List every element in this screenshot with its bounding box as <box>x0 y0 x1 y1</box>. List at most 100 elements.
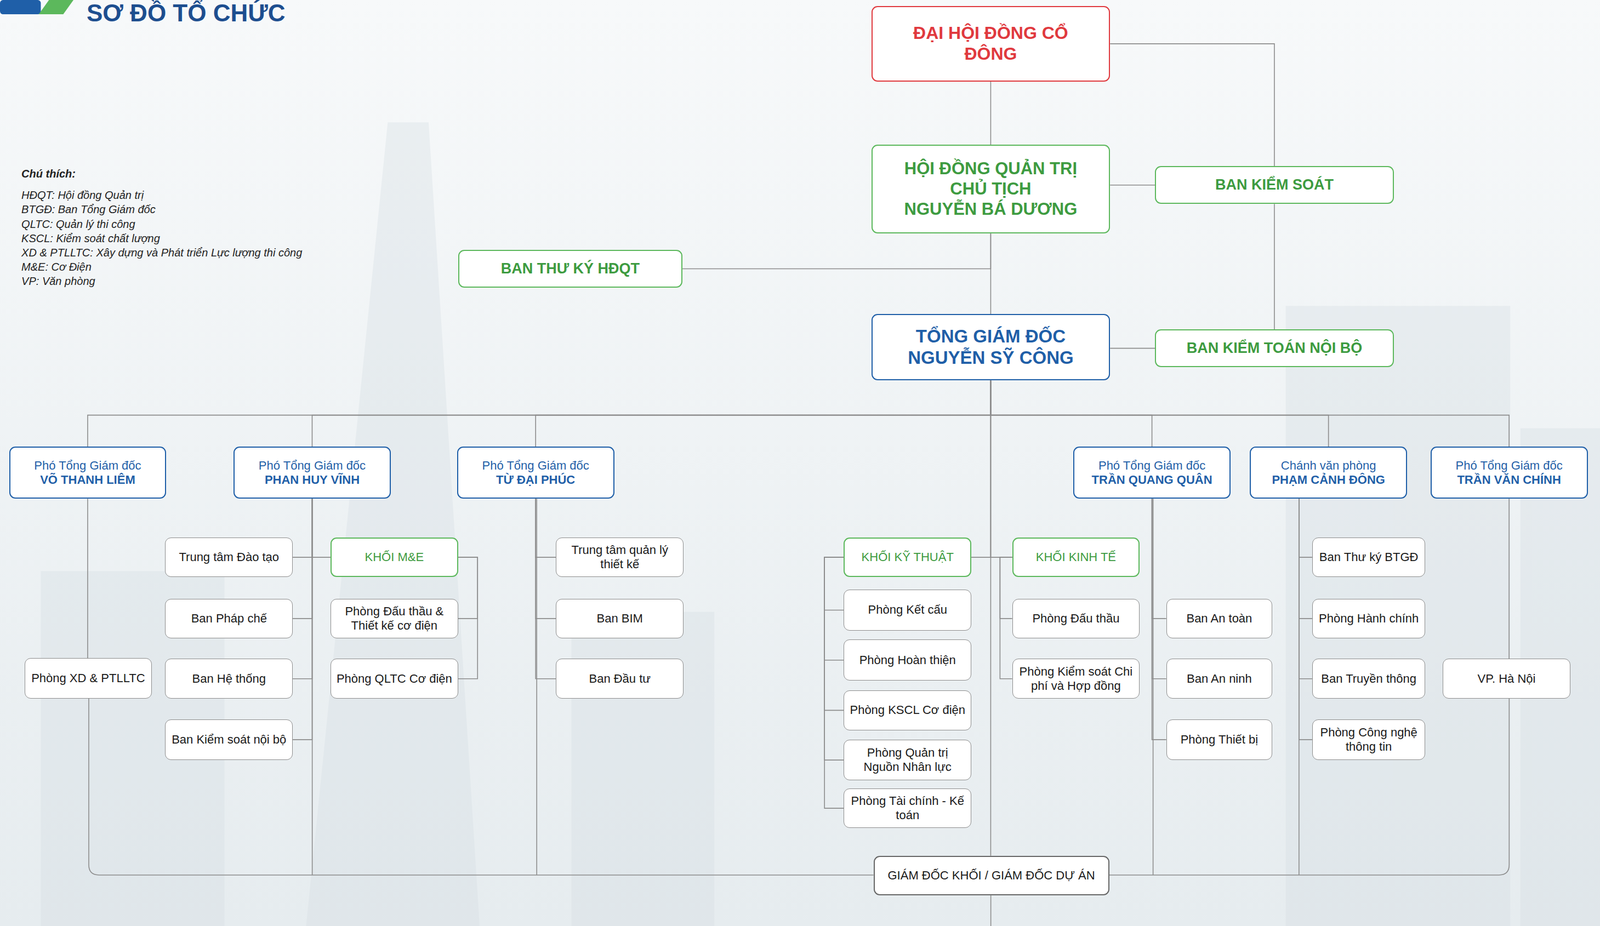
department-box: Ban An toàn <box>1166 599 1273 640</box>
director-box: Phó Tổng Giám đốcVÕ THANH LIÊM <box>9 446 167 499</box>
node-text: CHỦ TỊCH <box>949 179 1032 200</box>
department-box: Ban Thư ký BTGĐ <box>1312 537 1426 578</box>
connector <box>292 498 312 619</box>
connector <box>1152 498 1167 619</box>
node-text: BAN KIỂM TOÁN NỘI BỘ <box>1186 339 1363 358</box>
connector <box>535 380 991 447</box>
node-text: Phó Tổng Giám đốc <box>482 458 590 474</box>
director-box: Phó Tổng Giám đốcTỪ ĐẠI PHÚC <box>457 446 615 499</box>
department-box: Phòng Quản trị Nguồn Nhân lực <box>843 739 972 781</box>
department-box: Ban An ninh <box>1166 658 1273 699</box>
node-text: Phó Tổng Giám đốc <box>1455 458 1563 474</box>
connector <box>990 380 1329 447</box>
node-text: Ban Hệ thống <box>191 672 266 687</box>
node-text: HỘI ĐỒNG QUẢN TRỊ <box>904 158 1078 180</box>
connector <box>458 557 478 619</box>
node-text: TỪ ĐẠI PHÚC <box>496 473 575 488</box>
connector <box>292 498 312 740</box>
connector <box>990 81 992 146</box>
connector <box>824 557 844 711</box>
connector <box>458 557 478 680</box>
node-text: Phòng Hành chính <box>1318 611 1419 626</box>
connector <box>999 557 1012 619</box>
connector <box>1273 203 1275 330</box>
node-text: Phó Tổng Giám đốc <box>258 458 366 474</box>
department-box: Ban BIM <box>555 599 684 640</box>
node-text: Phòng Quản trị Nguồn Nhân lực <box>848 746 967 775</box>
connector <box>990 380 992 856</box>
node-text: Chánh văn phòng <box>1280 458 1377 474</box>
node-text: VÕ THANH LIÊM <box>40 473 136 488</box>
connector <box>824 557 844 761</box>
node-text: ĐẠI HỘI ĐỒNG CỔ ĐÔNG <box>894 23 1088 65</box>
connector <box>990 380 1510 447</box>
committee-box: BAN KIỂM TOÁN NỘI BỘ <box>1154 329 1394 368</box>
node-text: Phòng Tài chính - Kế toán <box>848 794 967 823</box>
ceo-box: TỔNG GIÁM ĐỐCNGUYỄN SỸ CÔNG <box>871 314 1111 381</box>
node-text: Ban BIM <box>596 611 643 626</box>
department-box: Trung tâm quản lý thiết kế <box>555 537 684 578</box>
node-text: KHỐI M&E <box>365 550 425 565</box>
connector <box>1299 498 1313 679</box>
connector <box>1299 498 1313 740</box>
node-text: TRẦN VĂN CHÍNH <box>1456 473 1561 488</box>
department-box: Phòng Tài chính - Kế toán <box>843 788 972 829</box>
department-box: Phòng Công nghệ thông tin <box>1312 719 1426 761</box>
committee-box: BAN THƯ KÝ HĐQT <box>458 249 683 288</box>
connector <box>1109 348 1155 350</box>
node-text: Phòng KSCL Cơ điện <box>849 703 966 718</box>
department-box: Phòng QLTC Cơ điện <box>330 658 459 699</box>
node-text: Trung tâm Đào tạo <box>178 550 279 565</box>
node-text: Ban Truyền thông <box>1321 672 1417 687</box>
director-box: Chánh văn phòngPHẠM CẢNH ĐÔNG <box>1249 446 1408 499</box>
connector <box>1152 498 1167 740</box>
note-text: BTGĐ: Ban Tổng Giám đốc <box>21 202 156 216</box>
node-text: Trung tâm quản lý thiết kế <box>560 543 679 572</box>
department-box: Ban Đầu tư <box>555 658 684 699</box>
department-box: Ban Pháp chế <box>164 599 293 640</box>
connector <box>824 557 844 661</box>
connector <box>292 498 312 679</box>
board-box: HỘI ĐỒNG QUẢN TRỊCHỦ TỊCHNGUYỄN BÁ DƯƠNG <box>871 144 1111 234</box>
connector <box>1109 43 1275 167</box>
committee-box: BAN KIỂM SOÁT <box>1154 166 1394 204</box>
connector <box>87 498 89 659</box>
director-box: Phó Tổng Giám đốcTRẦN VĂN CHÍNH <box>1430 446 1588 499</box>
department-box: Phòng Thiết bị <box>1166 719 1273 761</box>
node-text: BAN THƯ KÝ HĐQT <box>500 260 640 278</box>
frame-lines <box>88 498 1510 926</box>
node-text: TRẦN QUANG QUÂN <box>1091 473 1213 488</box>
node-text: Phòng Đấu thầu & Thiết kế cơ điện <box>335 604 454 634</box>
department-box: Phòng Kiểm soát Chi phí và Hợp đồng <box>1012 658 1141 699</box>
director-box: Phó Tổng Giám đốcPHAN HUY VĨNH <box>233 446 391 499</box>
node-text: Phòng Đấu thầu <box>1032 611 1120 626</box>
department-box: Ban Kiểm soát nội bộ <box>164 719 293 761</box>
node-text: TỔNG GIÁM ĐỐC <box>915 326 1066 348</box>
connector <box>311 498 331 558</box>
division-box: KHỐI KỸ THUẬT <box>843 537 972 578</box>
connector <box>682 233 991 269</box>
department-box: VP. Hà Nội <box>1442 658 1571 699</box>
connector <box>990 233 992 315</box>
connector <box>1152 498 1167 679</box>
department-box: Trung tâm Đào tạo <box>164 537 293 578</box>
department-box: Phòng Đấu thầu <box>1012 599 1141 640</box>
logo-block <box>0 0 41 15</box>
assembly-box: ĐẠI HỘI ĐỒNG CỔ ĐÔNG <box>871 6 1111 82</box>
department-box: Ban Truyền thông <box>1312 658 1426 699</box>
note-text: HĐQT: Hội đồng Quản trị <box>21 188 144 202</box>
node-text: KHỐI KỸ THUẬT <box>861 550 954 565</box>
node-text: Phòng Công nghệ thông tin <box>1317 725 1421 755</box>
connector <box>1299 498 1313 619</box>
division-box: KHỐI M&E <box>330 537 459 578</box>
note-text: KSCL: Kiểm soát chất lượng <box>21 231 161 246</box>
connector <box>87 380 991 447</box>
node-text: Phó Tổng Giám đốc <box>1098 458 1206 474</box>
connector <box>824 557 844 611</box>
node-text: BAN KIỂM SOÁT <box>1215 176 1334 195</box>
note-text: XD & PTLLTC: Xây dựng và Phát triển Lực … <box>21 246 303 260</box>
division-box: KHỐI KINH TẾ <box>1012 537 1141 578</box>
node-text: VP. Hà Nội <box>1477 672 1536 687</box>
node-text: Phòng Kết cấu <box>868 602 948 618</box>
